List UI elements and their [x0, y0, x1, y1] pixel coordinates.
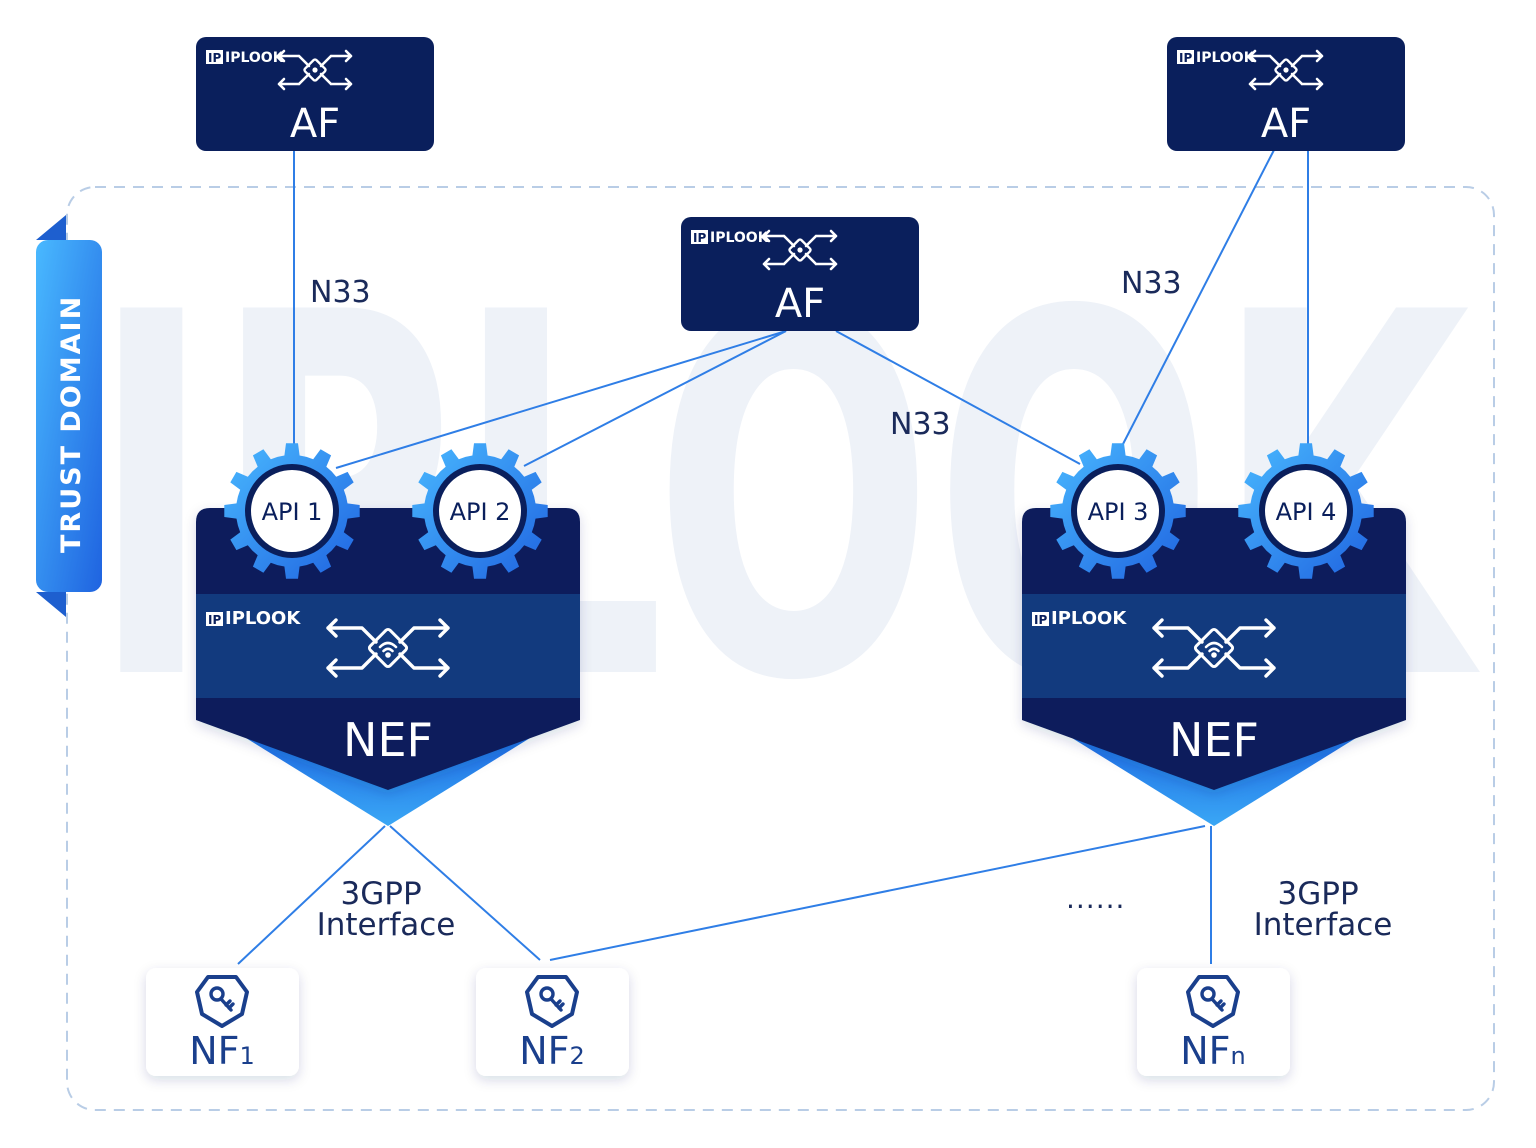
api-gear-api-2[interactable]: API 2 [412, 443, 548, 579]
n33-label-left: N33 [310, 275, 371, 310]
iplook-logo: IPLOOK [206, 50, 285, 66]
api-gears: API 1 API 2 API 3 API 4 [224, 443, 1374, 579]
nf-node-1[interactable]: NF1 [146, 968, 299, 1076]
af-node-left[interactable]: IPLOOK AF [196, 37, 434, 151]
gear-center [1077, 470, 1159, 552]
gear-center [251, 470, 333, 552]
iplook-logo: IPLOOK [691, 230, 770, 246]
n33-label-center: N33 [890, 407, 951, 442]
connection-lines [237, 149, 1309, 965]
nf-node-2[interactable]: NF2 [476, 968, 629, 1076]
link-af-center-api2 [523, 330, 787, 467]
nf-label: NF2 [519, 1029, 585, 1073]
af-node-right[interactable]: IPLOOK AF [1167, 37, 1405, 151]
af-label: AF [1261, 101, 1311, 147]
nf-label-sub: 1 [240, 1042, 255, 1070]
api-label: API 4 [1276, 498, 1337, 526]
iplook-logo-text: IPLOOK [225, 50, 285, 66]
nf-label-main: NF [1180, 1029, 1230, 1073]
api-gear-api-1[interactable]: API 1 [224, 443, 360, 579]
nef-label: NEF [1169, 713, 1259, 767]
nf-label-sub: 2 [570, 1042, 585, 1070]
nf-label-sub: n [1231, 1042, 1246, 1070]
nef-node-left[interactable]: IPLOOK NEF [196, 508, 580, 826]
nef-label: NEF [343, 713, 433, 767]
nf-node-n[interactable]: NFn [1137, 968, 1290, 1076]
af-label: AF [775, 281, 825, 327]
interface-label-left: 3GPP Interface [317, 876, 456, 943]
af-label: AF [290, 101, 340, 147]
iplook-logo-text: IPLOOK [1196, 50, 1256, 66]
interface-label-right: 3GPP Interface [1254, 876, 1393, 943]
iplook-logo: IPLOOK [1177, 50, 1256, 66]
trust-domain-label: TRUST DOMAIN [56, 295, 87, 553]
link-nef-left-nf1 [237, 825, 386, 965]
iplook-logo-text: IPLOOK [1051, 608, 1127, 629]
n33-label-right: N33 [1121, 266, 1182, 301]
interface-label-line2: Interface [1254, 907, 1393, 943]
link-af-right-api3 [1121, 149, 1275, 447]
api-label: API 2 [450, 498, 511, 526]
iplook-logo: IPLOOK [206, 608, 301, 629]
nf-label: NFn [1180, 1029, 1246, 1073]
api-label: API 1 [262, 498, 323, 526]
gear-center [439, 470, 521, 552]
nf-label: NF1 [189, 1029, 255, 1073]
link-af-center-api3 [835, 330, 1081, 465]
iplook-logo-text: IPLOOK [225, 608, 301, 629]
trust-domain-border [66, 186, 1495, 1111]
iplook-logo-text: IPLOOK [710, 230, 770, 246]
iplook-logo: IPLOOK [1032, 608, 1127, 629]
edge-labels: N33 N33 N33 3GPP Interface 3GPP Interfac… [310, 266, 1392, 943]
api-label: API 3 [1088, 498, 1149, 526]
nf-label-main: NF [519, 1029, 569, 1073]
ellipsis-label: ...... [1066, 882, 1125, 915]
trust-domain-tab: TRUST DOMAIN [36, 215, 102, 617]
api-gear-api-4[interactable]: API 4 [1238, 443, 1374, 579]
interface-label-line1: 3GPP [341, 876, 422, 912]
link-nef-right-nf2 [549, 825, 1206, 961]
interface-label-line1: 3GPP [1278, 876, 1359, 912]
link-nef-left-nf2 [389, 825, 541, 961]
link-af-center-api1 [335, 330, 787, 469]
nf-label-main: NF [189, 1029, 239, 1073]
af-node-center[interactable]: IPLOOK AF [681, 217, 919, 331]
gear-center [1265, 470, 1347, 552]
api-gear-api-3[interactable]: API 3 [1050, 443, 1186, 579]
interface-label-line2: Interface [317, 907, 456, 943]
